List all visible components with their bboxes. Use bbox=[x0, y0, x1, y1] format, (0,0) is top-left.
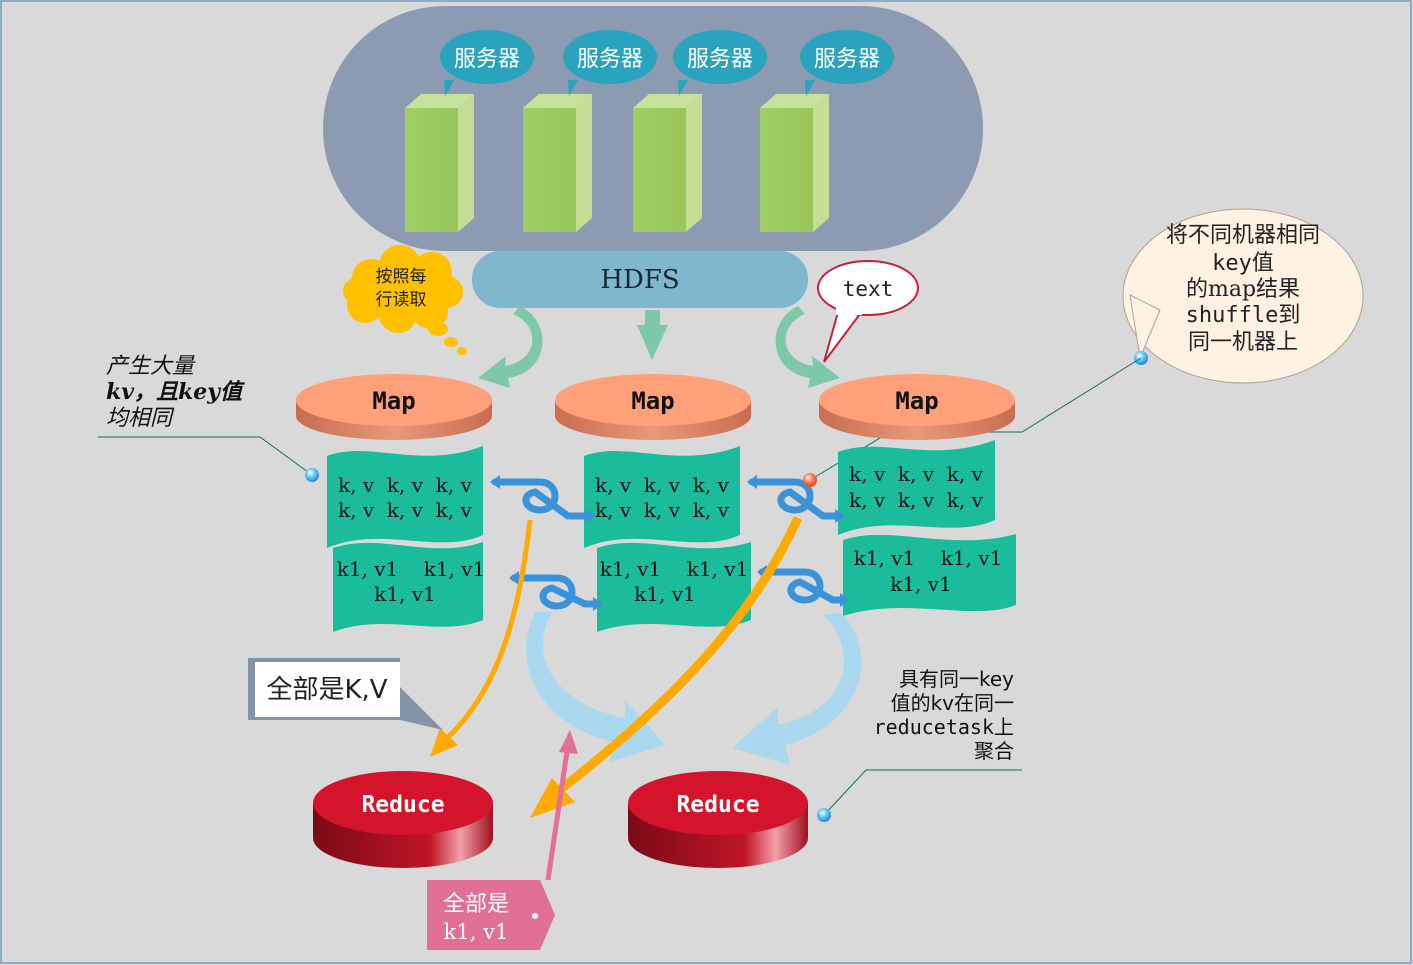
aggregate-arrow-right bbox=[732, 612, 862, 765]
hdfs-bar: HDFS bbox=[472, 251, 808, 308]
map-1-label: Map bbox=[372, 387, 415, 415]
shuffle-arrow-1 bbox=[491, 478, 594, 520]
shuffle-arrow-4 bbox=[758, 568, 849, 604]
map-1-kv-line1: k, v k, v k, v bbox=[338, 473, 473, 497]
map-2-label: Map bbox=[631, 387, 674, 415]
map-2-kv-sheet bbox=[584, 446, 740, 548]
map-1-k1-line1: k1, v1 k1, v1 bbox=[337, 557, 486, 581]
shuffle-note-line2: key值 bbox=[1212, 251, 1274, 276]
map-3: Map bbox=[819, 374, 1015, 440]
reducetask-note-line4: 聚合 bbox=[974, 739, 1014, 763]
left-note-line2: kv，且key值 bbox=[106, 379, 245, 405]
hdfs-label: HDFS bbox=[600, 265, 679, 295]
text-bubble: text bbox=[817, 260, 919, 363]
map-1: Map bbox=[296, 374, 492, 440]
orange-arrows bbox=[430, 516, 803, 818]
server-label-bubble bbox=[800, 30, 894, 84]
map-3-kv-sheet bbox=[838, 440, 995, 535]
aggregate-arrow-left bbox=[526, 612, 665, 762]
map-1-kv-sheet bbox=[327, 446, 483, 548]
left-note: 产生大量 kv，且key值 均相同 bbox=[98, 354, 319, 482]
map-2-kv-line1: k, v k, v k, v bbox=[595, 473, 730, 497]
all-k1-line2: k1, v1 bbox=[444, 920, 509, 944]
reduce-2-label: Reduce bbox=[676, 792, 759, 818]
server-label-bubble bbox=[563, 30, 657, 84]
map-2-k1-line2: k1, v1 bbox=[634, 582, 696, 606]
server-cluster: 服务器 服务器 服务器 服务器 bbox=[323, 6, 983, 251]
map-3-k1-sheet bbox=[843, 534, 1016, 616]
server-box bbox=[523, 108, 576, 232]
shuffle-exchange-arrows bbox=[491, 478, 849, 610]
server-1: 服务器 bbox=[405, 30, 534, 232]
reducetask-note-line3: reducetask上 bbox=[874, 715, 1014, 739]
map-2-kv-line2: k, v k, v k, v bbox=[595, 498, 730, 522]
shuffle-arrow-3 bbox=[510, 574, 602, 610]
server-label-bubble bbox=[440, 30, 534, 84]
shuffle-note-line4: shuffle到 bbox=[1186, 303, 1301, 328]
map-2: Map bbox=[555, 374, 751, 440]
curved-arrow-left bbox=[478, 306, 543, 388]
pink-arrow bbox=[545, 730, 578, 881]
left-note-anchor-dot bbox=[305, 468, 319, 482]
reduce-2: Reduce bbox=[628, 771, 808, 868]
text-bubble-label: text bbox=[843, 277, 894, 301]
map-3-kv-line1: k, v k, v k, v bbox=[849, 462, 984, 486]
shuffle-note: 将不同机器相同 key值 的map结果 shuffle到 同一机器上 bbox=[809, 208, 1364, 481]
read-bubble-line2: 行读取 bbox=[376, 290, 427, 310]
aggregate-arrows bbox=[526, 612, 862, 765]
shuffle-arrow-2 bbox=[748, 478, 844, 520]
server-label: 服务器 bbox=[577, 47, 643, 72]
map-3-k1-line1: k1, v1 k1, v1 bbox=[854, 546, 1003, 570]
all-k1-tag: 全部是 k1, v1 bbox=[427, 880, 555, 950]
all-kv-label: 全部是K,V bbox=[266, 675, 387, 705]
reduce-1-label: Reduce bbox=[361, 792, 444, 818]
server-label-bubble bbox=[673, 30, 767, 84]
reducetask-note-line1: 具有同一key bbox=[899, 667, 1014, 691]
server-box bbox=[405, 108, 458, 232]
left-note-line3: 均相同 bbox=[106, 406, 175, 431]
kv-texts: k, v k, v k, v k, v k, v k, v k1, v1 k1,… bbox=[337, 462, 1003, 606]
server-box bbox=[760, 108, 813, 232]
reducetask-note-line2: 值的kv在同一 bbox=[891, 691, 1014, 715]
map-1-k1-line2: k1, v1 bbox=[374, 582, 436, 606]
reducetask-note-anchor-dot bbox=[817, 808, 831, 822]
server-box bbox=[633, 108, 686, 232]
map-2-k1-sheet bbox=[597, 542, 751, 632]
server-label: 服务器 bbox=[454, 47, 520, 72]
left-note-line1: 产生大量 bbox=[106, 354, 196, 379]
read-by-line-bubble: 按照每 行读取 bbox=[343, 245, 467, 355]
server-2: 服务器 bbox=[523, 30, 657, 232]
server-label: 服务器 bbox=[814, 47, 880, 72]
all-k1-line1: 全部是 bbox=[443, 892, 509, 917]
map-1-k1-sheet bbox=[333, 542, 483, 632]
orange-arrow-left bbox=[443, 519, 533, 742]
shuffle-note-line3: 的map结果 bbox=[1186, 277, 1300, 302]
down-arrow-center bbox=[637, 310, 668, 360]
orange-arrow-center bbox=[557, 516, 803, 794]
read-bubble-line1: 按照每 bbox=[376, 267, 427, 287]
map-3-kv-line2: k, v k, v k, v bbox=[849, 488, 984, 512]
shuffle-note-target-dot bbox=[803, 473, 817, 487]
map-3-k1-line2: k1, v1 bbox=[890, 572, 952, 596]
curved-arrow-right bbox=[775, 306, 840, 388]
shuffle-note-line1: 将不同机器相同 bbox=[1166, 223, 1320, 248]
map-2-k1-line1: k1, v1 k1, v1 bbox=[600, 557, 749, 581]
server-label: 服务器 bbox=[687, 47, 753, 72]
all-kv-box: 全部是K,V bbox=[248, 658, 443, 730]
map-3-label: Map bbox=[895, 387, 938, 415]
hdfs-to-map-arrows bbox=[478, 306, 840, 388]
kv-sheets bbox=[327, 440, 1016, 632]
shuffle-note-line5: 同一机器上 bbox=[1188, 330, 1298, 355]
reduce-1: Reduce bbox=[313, 771, 493, 868]
reducetask-note: 具有同一key 值的kv在同一 reducetask上 聚合 bbox=[817, 667, 1022, 822]
server-3: 服务器 bbox=[633, 30, 767, 232]
map-1-kv-line2: k, v k, v k, v bbox=[338, 498, 473, 522]
server-4: 服务器 bbox=[760, 30, 894, 232]
